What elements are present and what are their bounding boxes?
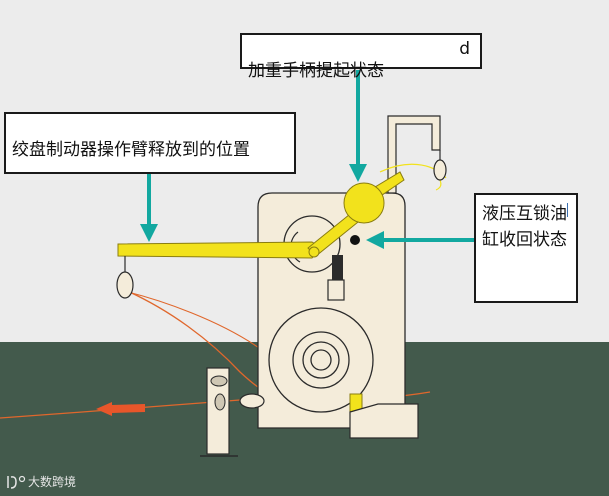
label-handle-text: 加重手柄提起状态	[248, 61, 384, 81]
bracket-weight	[433, 159, 447, 181]
label-handle-mark: d	[459, 39, 470, 59]
brake-operating-arm	[117, 241, 323, 259]
label-arm-text: 绞盘制动器操作臂释放到的位置	[12, 140, 250, 160]
label-handle-raised: 加重手柄提起状态 d	[240, 33, 482, 81]
post-guide-bottom	[214, 393, 226, 411]
interlock-pivot	[350, 235, 360, 245]
brand-logo-icon	[7, 475, 26, 489]
arm-weight	[116, 271, 134, 299]
arrow-arm	[140, 174, 158, 242]
text-cursor	[567, 203, 568, 217]
rope-direction-arrow	[96, 402, 145, 416]
rope-post	[206, 367, 230, 455]
weighted-handle	[343, 182, 385, 224]
hydraulic-cylinder	[332, 255, 343, 281]
rope-shackle	[239, 393, 265, 409]
label-brake-arm: 绞盘制动器操作臂释放到的位置	[4, 112, 296, 174]
watermark-text: 大数跨境	[28, 475, 77, 489]
base-block	[349, 403, 419, 439]
arrow-lock	[366, 231, 474, 249]
label-lock-text: 液压互锁油缸收回状态	[482, 204, 567, 250]
watermark: 大数跨境	[6, 473, 76, 490]
lower-drum-hub	[310, 349, 332, 371]
arrow-handle	[349, 70, 367, 182]
post-guide-top	[210, 375, 228, 387]
label-hydraulic-lock: 液压互锁油缸收回状态	[474, 193, 578, 303]
cylinder-bracket	[327, 279, 345, 301]
lever-pivot	[308, 246, 320, 258]
